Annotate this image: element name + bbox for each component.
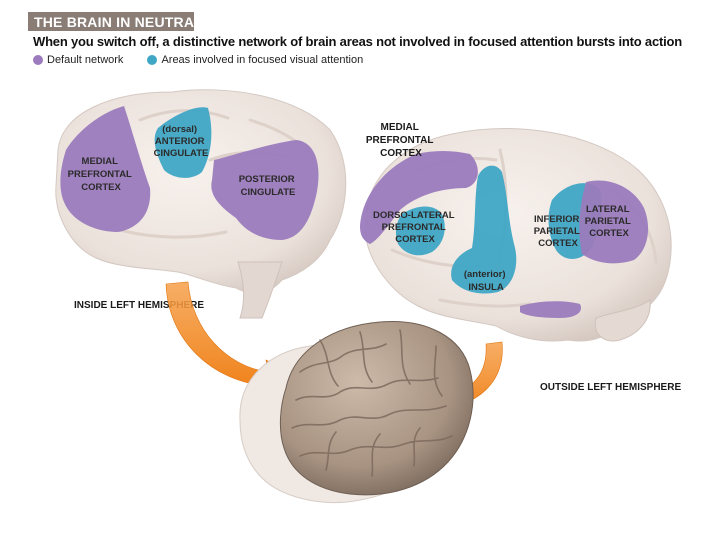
inside-brainstem [237, 261, 283, 319]
outside-cerebellum [594, 299, 651, 342]
page-title: THE BRAIN IN NEUTRAL [34, 14, 203, 30]
outside-label-dorsolateral: DORSO-LATERAL PREFRONTAL CORTEX [373, 210, 457, 245]
outside-label-insula: (anterior) INSULA [464, 269, 508, 293]
legend-item-default: Default network [33, 54, 123, 66]
page-subtitle: When you switch off, a distinctive netwo… [33, 34, 683, 49]
legend-label-default: Default network [47, 54, 124, 66]
real-brain-folds [291, 329, 453, 477]
real-brain [239, 320, 474, 503]
legend-swatch-attention [147, 55, 158, 65]
inside-region-anterior-cingulate [154, 107, 212, 178]
outside-label-medial-prefrontal: MEDIAL PREFRONTAL CORTEX [366, 122, 436, 159]
outside-region-insula [451, 165, 517, 294]
inside-label-anterior-cingulate: (dorsal) ANTERIOR CINGULATE [154, 124, 209, 159]
inside-region-medial-prefrontal [60, 106, 151, 232]
inside-caption: INSIDE LEFT HEMISPHERE [74, 300, 204, 311]
legend: Default network Areas involved in focuse… [33, 54, 387, 66]
outside-caption: OUTSIDE LEFT HEMISPHERE [540, 382, 681, 393]
outside-region-temporal [520, 301, 582, 318]
header-bar [28, 12, 194, 31]
inside-label-medial-prefrontal: MEDIAL PREFRONTAL CORTEX [68, 156, 135, 193]
inside-region-posterior-cingulate [211, 140, 319, 240]
outside-hemisphere: MEDIAL PREFRONTAL CORTEX DORSO-LATERAL P… [360, 122, 681, 393]
outside-region-dorsolateral [395, 206, 445, 256]
outside-label-inferior-parietal: INFERIOR PARIETAL CORTEX [534, 214, 583, 249]
outside-region-lateral-parietal [579, 180, 649, 264]
outside-label-lateral-parietal: LATERAL PARIETAL CORTEX [585, 204, 634, 239]
legend-label-attention: Areas involved in focused visual attenti… [161, 54, 364, 66]
legend-swatch-default [33, 55, 43, 65]
outside-region-medial-prefrontal [360, 151, 478, 244]
inside-hemisphere: MEDIAL PREFRONTAL CORTEX (dorsal) ANTERI… [55, 89, 347, 319]
legend-item-attention: Areas involved in focused visual attenti… [147, 54, 363, 66]
inside-label-posterior-cingulate: POSTERIOR CINGULATE [239, 174, 298, 198]
